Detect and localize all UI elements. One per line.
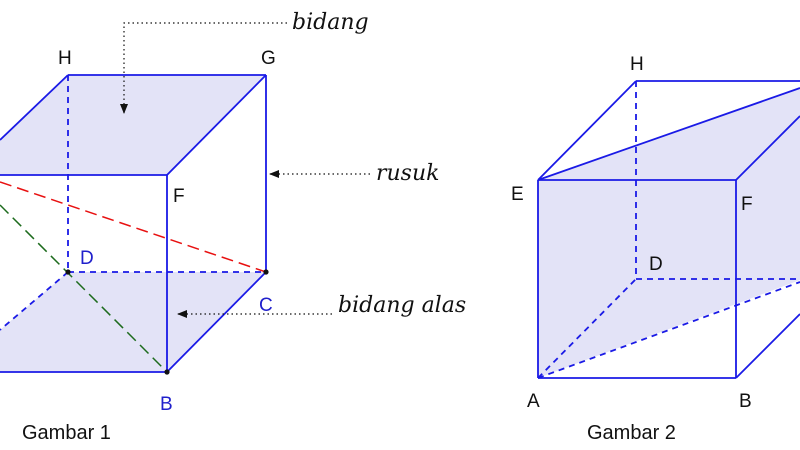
edge-c-b: [166, 271, 267, 373]
edge-d-left: [0, 271, 69, 331]
figure2-caption: Gambar 2: [587, 422, 676, 444]
annotation-bidang-text: bidang: [292, 10, 369, 35]
annotation-rusuk: rusuk: [269, 161, 439, 186]
edge-top-left-diag: [0, 74, 69, 141]
figure-1: H G F D C B bidang rusuk bidang alas Gam…: [0, 10, 466, 444]
vertex-label-d-2: D: [649, 254, 663, 275]
annotation-bidang-alas-text: bidang alas: [338, 293, 466, 318]
diagonal-red: [0, 181, 267, 273]
edge-g-f: [166, 74, 267, 176]
vertex-dot-b: [164, 369, 170, 375]
hidden-edges-2: [537, 81, 800, 379]
vertex-label-b: B: [160, 394, 173, 415]
vertex-label-e: E: [511, 184, 524, 205]
annotation-bidang-alas: bidang alas: [177, 293, 466, 318]
vertex-label-b-2: B: [739, 391, 752, 412]
pointer-bidang: [120, 22, 287, 114]
vertex-dot-c: [263, 269, 269, 275]
edge-e-h: [537, 80, 637, 181]
vertex-label-g: G: [261, 48, 276, 69]
diagonal-plane-fill: [538, 88, 800, 378]
vertex-dot-d: [65, 269, 71, 275]
edge-f-back: [735, 115, 800, 181]
vertex-label-f-2: F: [741, 194, 753, 215]
vertex-label-h-2: H: [630, 54, 644, 75]
figure-2: H E F D A B Gambar 2: [511, 54, 800, 444]
vertex-label-a: A: [527, 391, 540, 412]
base-face-fill: [0, 272, 266, 372]
vertex-label-h: H: [58, 48, 72, 69]
annotation-bidang: bidang: [120, 10, 369, 114]
top-face-fill: [0, 75, 266, 175]
solid-edges: [0, 74, 267, 373]
edge-a-diag: [537, 281, 800, 379]
annotation-rusuk-text: rusuk: [376, 161, 439, 186]
solid-edges-2: [537, 80, 800, 379]
edge-e-topdiag: [537, 87, 800, 181]
vertex-label-f: F: [173, 186, 185, 207]
vertex-label-c: C: [259, 295, 273, 316]
figure1-caption: Gambar 1: [22, 422, 111, 444]
vertex-label-d: D: [80, 248, 94, 269]
hidden-edges: [0, 75, 266, 331]
diagonal-green: [0, 204, 168, 373]
edge-a-d: [537, 278, 637, 379]
edge-b-back: [735, 313, 800, 379]
